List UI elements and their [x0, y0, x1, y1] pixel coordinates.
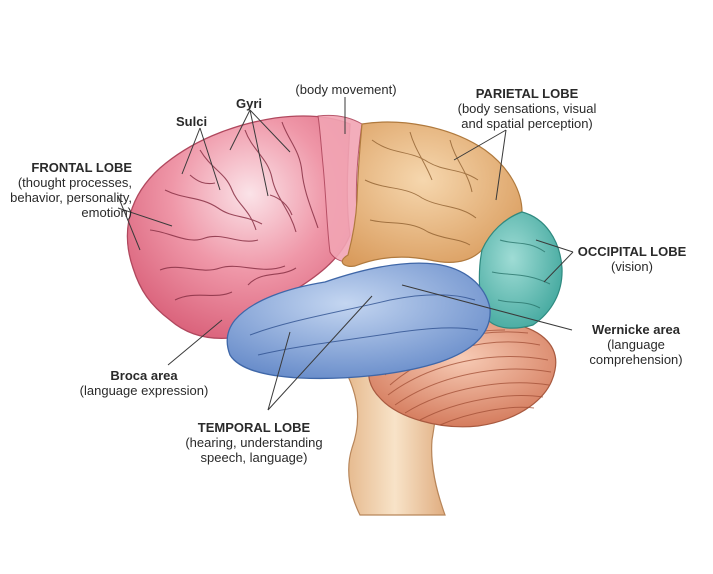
temporal-sulci [249, 294, 479, 356]
parietal-lobe-desc-1: (body sensations, visual [457, 101, 597, 116]
parietal-lobe-shape [341, 121, 523, 267]
frontal-lobe-title: FRONTAL LOBE [31, 160, 132, 175]
frontal-lobe-desc-1: (thought processes, [17, 175, 132, 190]
gyri-label: Gyri [236, 96, 262, 111]
broca-area-title: Broca area [110, 368, 178, 383]
gyri-title: Gyri [236, 96, 263, 111]
wernicke-area-label: Wernicke area (language comprehension) [578, 322, 694, 367]
wernicke-area-title: Wernicke area [592, 322, 680, 337]
sulci-label: Sulci [176, 114, 207, 129]
parietal-sulci [364, 131, 479, 246]
parietal-lobe-label: PARIETAL LOBE (body sensations, visual a… [447, 86, 607, 131]
leader-lines [117, 97, 574, 411]
occipital-lobe-shape [478, 211, 563, 329]
broca-area-label: Broca area (language expression) [74, 368, 214, 398]
temporal-lobe-title: TEMPORAL LOBE [197, 420, 311, 435]
temporal-lobe-shape [226, 262, 491, 380]
motor-cortex-label: (body movement) [288, 82, 404, 97]
frontal-sulci [149, 121, 319, 301]
wernicke-area-desc-1: (language [607, 337, 665, 352]
wernicke-area-desc-2: comprehension) [589, 352, 683, 367]
parietal-lobe-title: PARIETAL LOBE [475, 86, 579, 101]
sulci-title: Sulci [176, 114, 208, 129]
occipital-lobe-title: OCCIPITAL LOBE [577, 244, 687, 259]
temporal-lobe-desc-1: (hearing, understanding [185, 435, 323, 450]
occipital-lobe-desc: (vision) [611, 259, 653, 274]
frontal-lobe-desc-3: emotion) [81, 205, 132, 220]
parietal-lobe-desc-2: and spatial perception) [461, 116, 593, 131]
frontal-lobe-desc-2: behavior, personality, [10, 190, 132, 205]
frontal-lobe-label: FRONTAL LOBE (thought processes, behavio… [8, 160, 132, 220]
temporal-lobe-label: TEMPORAL LOBE (hearing, understanding sp… [176, 420, 332, 465]
occipital-lobe-label: OCCIPITAL LOBE (vision) [570, 244, 694, 274]
broca-area-desc: (language expression) [79, 383, 209, 398]
motor-cortex-desc: (body movement) [295, 82, 397, 97]
temporal-lobe-desc-2: speech, language) [200, 450, 308, 465]
